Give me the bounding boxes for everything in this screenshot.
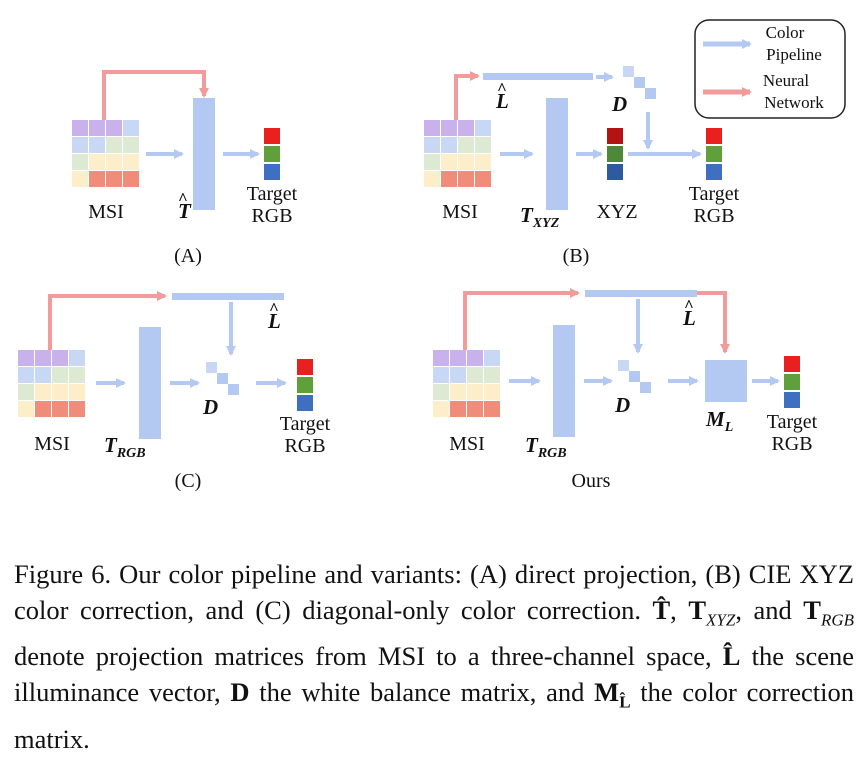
panel-a: MSI T ^ Target RGB (A) xyxy=(72,70,298,267)
panel-c: L ^ D MSI TRGB Target RGB (C) xyxy=(18,291,331,492)
msi-cube-icon xyxy=(18,350,85,417)
panel-caption: (B) xyxy=(563,245,590,267)
projection-matrix-t-rgb xyxy=(139,327,161,439)
projection-matrix-t-hat xyxy=(193,98,215,210)
msi-label: MSI xyxy=(88,201,124,223)
projection-matrix-t-rgb xyxy=(553,325,575,437)
msi-label: MSI xyxy=(34,433,70,455)
legend: Color Pipeline Neural Network xyxy=(694,19,846,119)
msi-label: MSI xyxy=(449,433,485,455)
legend-neural-network-line1: Neural xyxy=(763,71,810,90)
l-hat-label: L xyxy=(267,309,281,333)
symbol-d: D xyxy=(230,677,250,708)
neural-network-arrow xyxy=(102,70,209,120)
illuminance-vector-bar xyxy=(585,290,697,297)
target-label: Target xyxy=(247,183,298,205)
symbol-l-hat: L̂ xyxy=(722,641,741,672)
white-balance-matrix xyxy=(618,360,651,393)
t-hat-label: T xyxy=(178,199,192,223)
xyz-label: XYZ xyxy=(596,201,637,223)
target-rgb-bar xyxy=(297,359,313,411)
svg-text:^: ^ xyxy=(684,296,694,315)
illuminance-vector-bar xyxy=(172,293,284,300)
color-correction-matrix xyxy=(705,360,747,402)
neural-network-arrow xyxy=(48,291,167,350)
projection-matrix-t-xyz xyxy=(546,98,568,210)
legend-color-pipeline-line1: Color xyxy=(766,23,805,42)
target-rgb-bar xyxy=(264,128,280,180)
symbol-t-xyz: T xyxy=(688,595,707,625)
msi-label: MSI xyxy=(442,201,478,223)
rgb-label: RGB xyxy=(693,205,734,227)
neural-network-arrow xyxy=(463,288,580,350)
target-label: Target xyxy=(689,183,740,205)
legend-neural-network-line2: Network xyxy=(764,93,824,112)
d-label: D xyxy=(614,393,630,417)
target-label: Target xyxy=(280,413,331,435)
rgb-label: RGB xyxy=(251,205,292,227)
m-l-hat-label: ML xyxy=(705,407,733,435)
symbol-m-l-hat: M xyxy=(594,677,620,708)
target-label: Target xyxy=(767,411,818,433)
panel-caption: (A) xyxy=(174,245,202,267)
panel-caption: Ours xyxy=(572,470,611,492)
svg-text:^: ^ xyxy=(269,299,279,318)
d-label: D xyxy=(611,92,627,116)
symbol-t-hat: T̂ xyxy=(652,595,671,625)
t-rgb-label: TRGB xyxy=(525,433,567,461)
l-hat-label: L xyxy=(682,306,696,330)
illuminance-vector-bar xyxy=(483,73,593,80)
legend-color-pipeline-line2: Pipeline xyxy=(766,45,822,64)
white-balance-matrix xyxy=(623,66,656,99)
hat-accent: ^ xyxy=(178,189,188,208)
msi-cube-icon xyxy=(433,350,500,417)
rgb-label: RGB xyxy=(771,433,812,455)
target-rgb-bar xyxy=(784,356,800,408)
panel-b: L ^ D MSI TXYZ XYZ Target RGB (B) xyxy=(424,66,740,267)
white-balance-matrix xyxy=(206,362,239,395)
target-rgb-bar xyxy=(706,128,722,180)
l-hat-label: L xyxy=(495,89,509,113)
xyz-bar xyxy=(607,128,623,180)
msi-cube-icon xyxy=(72,120,139,187)
neural-network-arrow xyxy=(697,291,730,354)
pipeline-diagram: MSI T ^ Target RGB (A) L ^ D MSI T XYZ xyxy=(18,19,846,492)
d-label: D xyxy=(202,395,218,419)
neural-network-arrow xyxy=(454,71,480,120)
panel-ours: L ^ D ML MSI TRGB Target RGB Ours xyxy=(433,288,818,492)
panel-caption: (C) xyxy=(175,470,202,492)
msi-cube-icon xyxy=(424,120,491,187)
rgb-label: RGB xyxy=(284,435,325,457)
symbol-t-rgb: T xyxy=(803,595,821,625)
figure-caption: Figure 6. Our color pipeline and variant… xyxy=(14,559,855,754)
svg-text:^: ^ xyxy=(497,79,507,98)
